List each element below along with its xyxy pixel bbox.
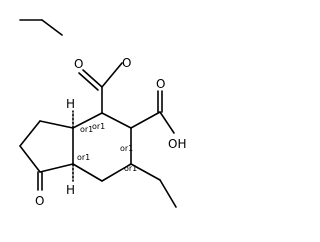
bond-c5-acid-c (130, 111, 161, 129)
bond-acid-c-oh (159, 111, 175, 134)
atom-ester-o: O (122, 56, 131, 70)
atom-acid-carbonyl-o: O (156, 77, 165, 91)
atom-ester-carbonyl-o: O (74, 57, 83, 71)
bond-c2-c1 (19, 145, 41, 173)
bond-c4-c5 (101, 112, 132, 129)
stereo-label-c4: or1 (92, 122, 105, 131)
stereo-label-c7a: or1 (77, 153, 90, 162)
stereo-label-c6: or1 (124, 164, 137, 173)
bond-c3a-c3 (39, 120, 74, 129)
bond-ester-c-o-double-2 (78, 72, 99, 91)
atom-h-bottom: H (66, 183, 75, 197)
bond-c3a-c4 (72, 112, 103, 129)
bond-ethyl-ch2-ch3 (159, 179, 177, 208)
bond-c7-c7a (72, 163, 103, 182)
bond-c6-c7 (101, 163, 132, 182)
bond-c6-ethyl-ch2 (130, 163, 161, 181)
bond-ester-c-o-double (82, 69, 103, 88)
atom-h-top: H (66, 97, 75, 111)
stereo-label-c5: or1 (120, 144, 133, 153)
stereo-label-c3a: or1 (80, 125, 93, 134)
atom-acid-oh: OH (168, 137, 186, 151)
structure-diagram: O O O OH O H H or1 or1 or1 or1 or1 (19, 19, 186, 208)
atom-ketone-o: O (35, 194, 44, 208)
bond-c3-c2 (19, 120, 41, 147)
bond-ester-o-carbonyl (101, 62, 123, 88)
bond-c1-c7a (39, 163, 74, 173)
bond-ethyl-ch2-o (41, 19, 63, 36)
